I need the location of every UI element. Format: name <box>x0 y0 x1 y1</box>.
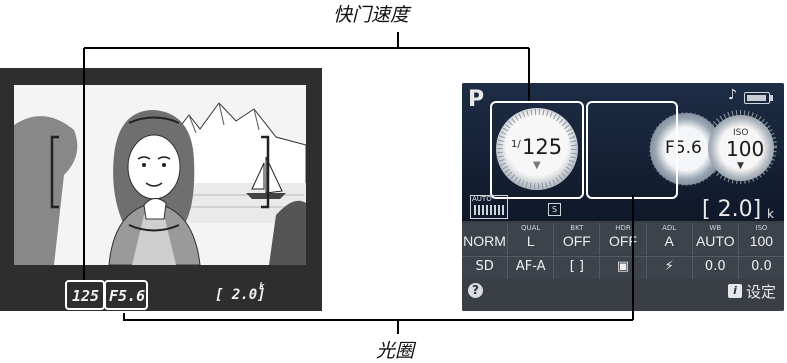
info-cell-metering[interactable]: ▣ <box>599 257 645 279</box>
info-cell-bracketing[interactable]: BKT OFF <box>553 223 599 255</box>
shutter-speed-dial <box>496 108 578 190</box>
vf-aperture-highlight <box>104 280 148 310</box>
shooting-mode: P <box>468 87 485 112</box>
info-cell-af-area[interactable]: [ ] <box>553 257 599 279</box>
viewfinder-display: 125 F5.6 [ 2.0] k <box>0 68 322 311</box>
scene-illustration <box>14 85 306 265</box>
vf-frames-remaining: [ 2.0] <box>215 287 266 303</box>
info-cell-iso[interactable]: ISO 100 <box>737 223 784 255</box>
info-cell-flash[interactable]: ⚡ <box>645 257 692 279</box>
vf-aperture-value: F5.6 <box>109 287 146 305</box>
info-cell-image-quality[interactable]: NORM <box>463 233 506 249</box>
iso-dial <box>708 115 774 181</box>
af-area-indicator: AUTO <box>470 195 508 219</box>
info-cell-hdr[interactable]: HDR OFF <box>599 223 645 255</box>
af-area-label: AUTO <box>472 195 492 203</box>
viewfinder-scene <box>14 85 306 265</box>
monitor-iso-value: 100 <box>726 137 765 161</box>
monitor-shutter-value: 125 <box>522 135 563 159</box>
monitor-shutter-highlight <box>490 101 584 199</box>
shutter-prefix: 1/ <box>511 139 521 150</box>
info-row-2: SD AF-A [ ] ▣ ⚡ 0.0 0.0 <box>462 256 784 279</box>
beep-icon: ♪ <box>728 87 737 103</box>
shutter-speed-label: 快门速度 <box>333 4 410 26</box>
monitor-aperture-value: F5.6 <box>665 138 702 158</box>
vf-shutter-value: 125 <box>72 287 100 305</box>
monitor-frames-remaining: [ 2.0] <box>702 197 762 222</box>
s-badge: S <box>548 203 561 216</box>
info-cell-white-balance[interactable]: WB AUTO <box>691 223 738 255</box>
info-cell-focus-mode[interactable]: AF-A <box>507 257 553 279</box>
camera-monitor: P ♪ 1/ 125 ▼ F5.6 ISO 100 ▼ AUTO S [ 2.0… <box>462 83 784 311</box>
battery-icon <box>744 92 773 104</box>
monitor-frames-unit: k <box>767 207 774 221</box>
info-button-icon[interactable]: i <box>728 284 742 298</box>
iso-down-arrow-icon: ▼ <box>737 161 744 171</box>
help-icon[interactable]: ? <box>468 283 483 298</box>
aperture-label: 光圈 <box>376 340 415 362</box>
vf-frames-unit: k <box>259 282 265 292</box>
info-cell-adl[interactable]: ADL A <box>645 223 692 255</box>
settings-label[interactable]: 设定 <box>746 283 777 301</box>
info-cell-image-size[interactable]: QUAL L <box>507 223 553 255</box>
info-cell-picture-control[interactable]: SD <box>475 259 494 274</box>
shutter-down-arrow-icon: ▼ <box>533 160 541 171</box>
info-cell-flash-comp[interactable]: 0.0 <box>691 257 738 279</box>
info-row-1: NORM QUAL L BKT OFF HDR OFF ADL A WB AUT… <box>462 223 784 255</box>
info-cell-exposure-comp[interactable]: 0.0 <box>737 257 784 279</box>
iso-label: ISO <box>733 128 749 138</box>
